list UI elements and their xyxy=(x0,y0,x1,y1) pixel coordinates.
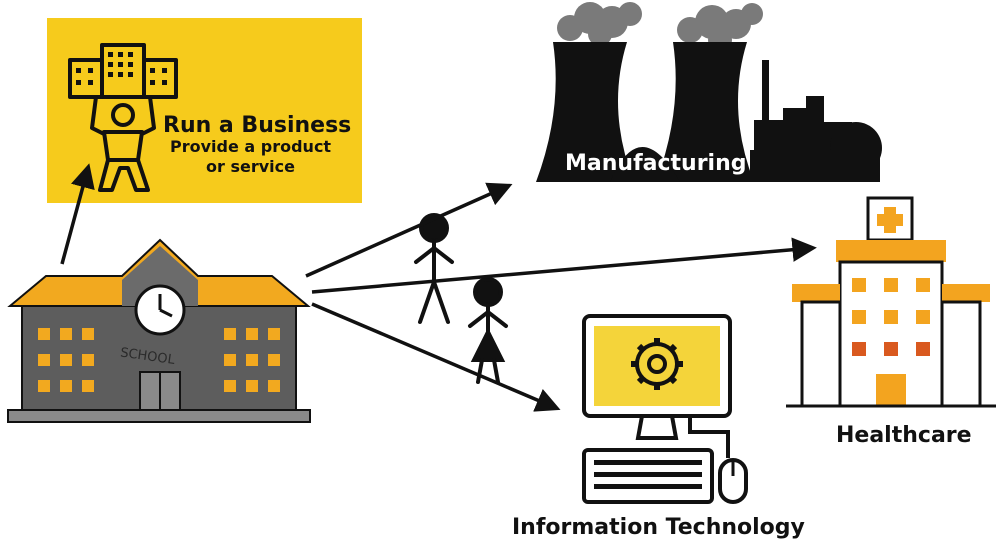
smoke-icon xyxy=(557,2,763,52)
arrow-to-business xyxy=(60,163,95,265)
business-line-1: Provide a product xyxy=(170,137,331,156)
computer-icon: Information Technology xyxy=(512,314,805,540)
business-line-2: or service xyxy=(206,157,295,176)
it-label: Information Technology xyxy=(512,515,805,540)
students-icon xyxy=(414,213,508,384)
arrow-to-manufacturing xyxy=(305,182,513,278)
business-title: Run a Business xyxy=(163,113,351,138)
school-icon: SCHOOL xyxy=(7,238,311,423)
clock-icon xyxy=(134,284,186,336)
business-panel-background xyxy=(47,18,362,203)
gear-icon xyxy=(631,338,683,390)
arrows xyxy=(60,163,817,412)
manufacturing-label: Manufacturing xyxy=(565,151,747,176)
business-person-icon xyxy=(68,43,178,192)
hospital-icon: Healthcare xyxy=(786,196,996,448)
factory-icon: Manufacturing xyxy=(536,2,882,182)
arrow-to-healthcare xyxy=(311,237,817,294)
arrow-to-it xyxy=(311,302,561,412)
business-panel: Run a Business Provide a product or serv… xyxy=(47,18,362,203)
healthcare-label: Healthcare xyxy=(836,423,972,448)
